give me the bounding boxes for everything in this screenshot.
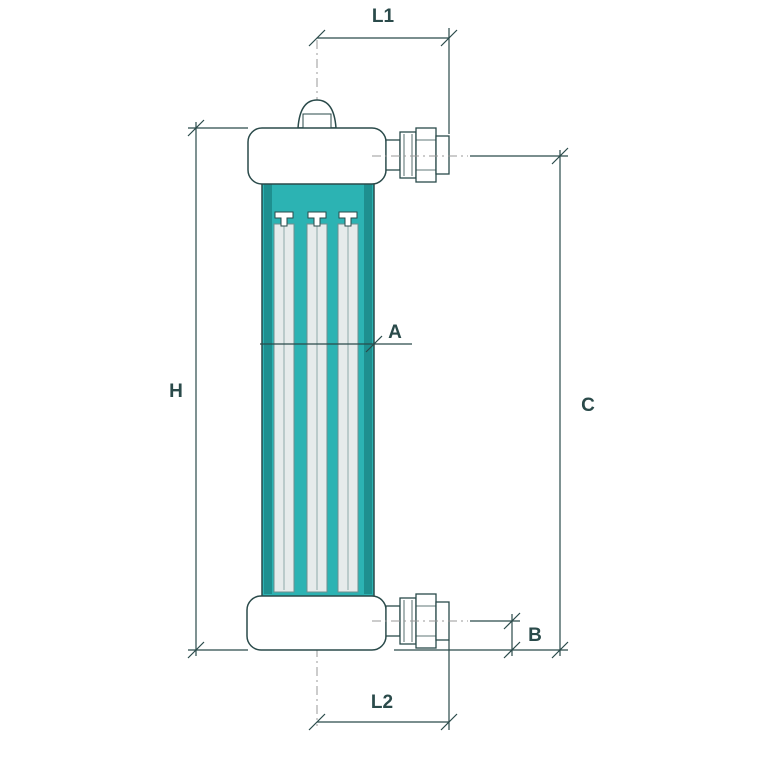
uv-lamps (273, 211, 359, 593)
label-b: B (528, 625, 542, 646)
label-l2: L2 (371, 692, 393, 713)
uv-lamp (306, 211, 328, 593)
top-nozzle (385, 127, 450, 183)
label-c: C (581, 395, 595, 416)
section-line-a (260, 335, 412, 353)
dimension-l2 (308, 640, 458, 731)
uv-lamp (273, 211, 295, 593)
dimension-h (187, 119, 248, 659)
dimension-l1 (308, 28, 458, 134)
uv-lamp (337, 211, 359, 593)
label-l1: L1 (372, 6, 395, 27)
bottom-cap (246, 595, 387, 651)
label-a: A (388, 322, 402, 343)
top-cap (247, 99, 387, 185)
dimension-c (470, 147, 569, 659)
dimension-b (394, 612, 521, 659)
bottom-nozzle (385, 593, 450, 649)
label-h: H (169, 381, 183, 402)
